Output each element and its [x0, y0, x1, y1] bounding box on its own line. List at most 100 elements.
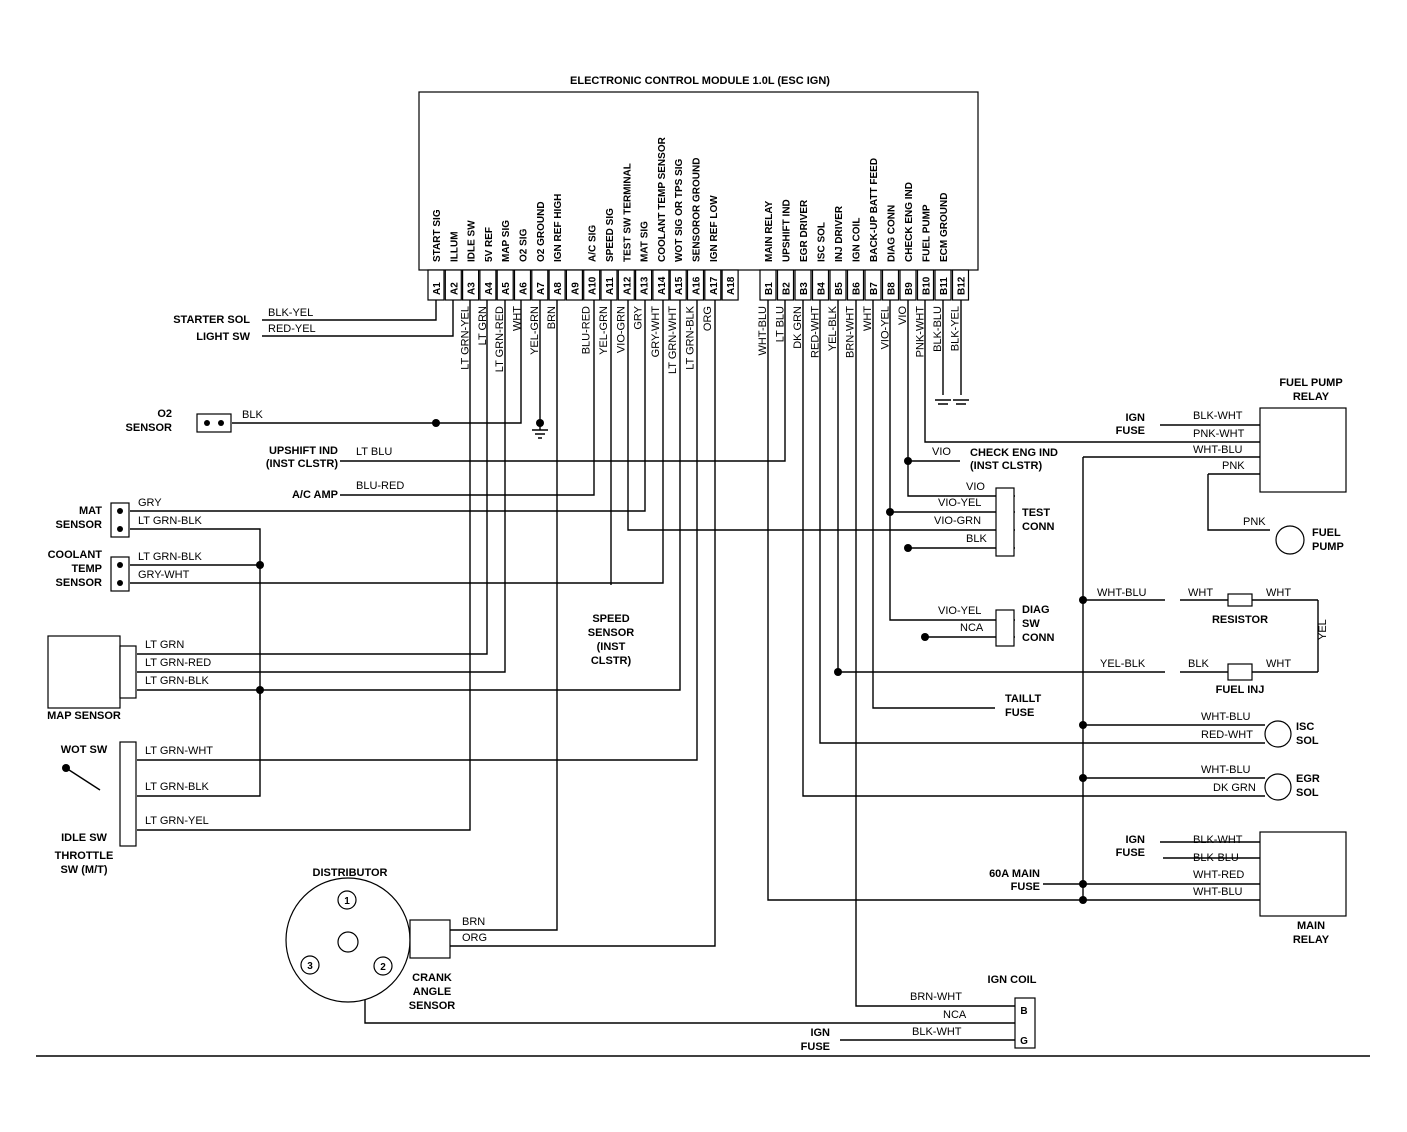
- ecm-pin-id: B5: [834, 282, 845, 295]
- main-relay-label-2: RELAY: [1293, 934, 1330, 946]
- ecm-pin-function: ECM GROUND: [939, 193, 950, 262]
- wire-vio-grn-test: VIO-GRN: [934, 515, 981, 527]
- main-fuse-label-2: FUSE: [1011, 881, 1040, 893]
- wire-vio-yel-diag: VIO-YEL: [938, 605, 981, 617]
- wire-wht-blu-egr: WHT-BLU: [1201, 764, 1251, 776]
- ecm-pin-id: A4: [484, 282, 495, 295]
- ecm-pin-id: B2: [782, 282, 793, 295]
- speed-label-1: SPEED: [592, 613, 629, 625]
- resistor-label: RESISTOR: [1212, 614, 1268, 626]
- ecm-wire-color: YEL-BLK: [827, 305, 839, 351]
- ecm-pin-a13: [634, 269, 653, 301]
- wire-blk-yel: BLK-YEL: [268, 307, 313, 319]
- test-connector: [995, 487, 1015, 557]
- ecm-pin-id: A2: [449, 282, 460, 295]
- ecm-pin-a12: [617, 269, 635, 301]
- wire-nca-diag: NCA: [960, 622, 984, 634]
- ecm-pin-function: START SIG: [432, 209, 443, 262]
- ecm-pin-function: MAIN RELAY: [764, 200, 775, 262]
- ecm-pin-a18: [721, 269, 739, 301]
- wire-blk-test: BLK: [966, 533, 987, 545]
- ecm-pin-id: B7: [869, 282, 880, 295]
- fuel-pump-label-1: FUEL: [1312, 527, 1341, 539]
- ecm-pin-id: A16: [692, 276, 703, 295]
- diagram-title: ELECTRONIC CONTROL MODULE 1.0L (ESC IGN): [570, 75, 830, 87]
- idle-sw-label: IDLE SW: [61, 832, 107, 844]
- ign-coil-label: IGN COIL: [988, 974, 1037, 986]
- ecm-pin-a16: [686, 269, 705, 301]
- speed-label-4: CLSTR): [591, 655, 632, 667]
- wire-red-yel: RED-YEL: [268, 323, 316, 335]
- ecm-pin-function: A/C SIG: [588, 225, 599, 262]
- distributor-label: DISTRIBUTOR: [313, 867, 388, 879]
- ecm-pin-function: ISC SOL: [817, 222, 828, 262]
- diag-label-3: CONN: [1022, 632, 1054, 644]
- dist-terminal-2: 2: [380, 962, 386, 973]
- wire-blk-wht-coil: BLK-WHT: [912, 1026, 962, 1038]
- ecm-pin-function: DIAG CONN: [887, 205, 898, 262]
- coil-ign-fuse-2: FUSE: [801, 1041, 830, 1053]
- ecm-wire-color: LT GRN: [477, 306, 489, 345]
- ecm-pin-a6: [513, 269, 532, 301]
- ecm-pin-function: WOT SIG OR TPS SIG: [674, 158, 685, 262]
- ecm-pin-id: A7: [536, 282, 547, 295]
- wire-blu-red: BLU-RED: [356, 480, 404, 492]
- upshift-label-2: (INST CLSTR): [266, 458, 338, 470]
- ecm-pin-id: B3: [799, 282, 810, 295]
- coolant-label-1: COOLANT: [48, 549, 103, 561]
- wire-lt-grn-map: LT GRN: [145, 639, 184, 651]
- wire-lt-grn-red-map: LT GRN-RED: [145, 657, 211, 669]
- ecm-pin-id: B6: [852, 282, 863, 295]
- check-eng-label-2: (INST CLSTR): [970, 460, 1042, 472]
- speed-label-2: SENSOR: [588, 627, 635, 639]
- wire-yel-blk-inj: YEL-BLK: [1100, 658, 1146, 670]
- wire-org-crank: ORG: [462, 932, 487, 944]
- wire-blk-inj: BLK: [1188, 658, 1209, 670]
- ecm-pin-function: EGR DRIVER: [799, 199, 810, 262]
- wire-lt-grn-blk-mat: LT GRN-BLK: [138, 515, 202, 527]
- ecm-pin-id: A8: [553, 282, 564, 295]
- egr-label-2: SOL: [1296, 787, 1319, 799]
- check-eng-label-1: CHECK ENG IND: [970, 447, 1058, 459]
- ecm-pin-function: FUEL PUMP: [922, 204, 933, 262]
- speed-label-3: (INST: [597, 641, 626, 653]
- ecm-box: [418, 91, 979, 271]
- wire-wht-red-mr: WHT-RED: [1193, 869, 1244, 881]
- ecm-pin-id: A10: [588, 276, 599, 295]
- resistor: [1227, 593, 1253, 607]
- ecm-wire-color: VIO-GRN: [615, 306, 627, 353]
- ecm-pin-function: UPSHIFT IND: [782, 199, 793, 262]
- ecm-wire-color: LT GRN-YEL: [460, 306, 472, 370]
- ecm-pin-id: B9: [904, 282, 915, 295]
- ecm-pin-id: A13: [640, 276, 651, 295]
- fpr-ign-fuse-1: IGN: [1125, 412, 1145, 424]
- diag-connector: [995, 609, 1015, 647]
- throttle-label-1: THROTTLE: [55, 850, 114, 862]
- wire-lt-grn-wht-tps: LT GRN-WHT: [145, 745, 213, 757]
- ecm-pin-a14: [652, 269, 670, 301]
- isc-solenoid: [1264, 720, 1292, 748]
- ecm-pin-id: B12: [957, 276, 968, 295]
- fuel-injector: [1227, 663, 1253, 681]
- taillt-label-2: FUSE: [1005, 707, 1034, 719]
- map-sensor-label: MAP SENSOR: [47, 710, 121, 722]
- diag-label-2: SW: [1022, 618, 1040, 630]
- ign-coil-body: [1014, 997, 1036, 1049]
- wire-brn-wht-coil: BRN-WHT: [910, 991, 962, 1003]
- o2-label-1: O2: [157, 408, 172, 420]
- ecm-pin-id: B8: [887, 282, 898, 295]
- coil-ign-fuse-1: IGN: [810, 1027, 830, 1039]
- diag-label-1: DIAG: [1022, 604, 1050, 616]
- mr-ign-fuse-1: IGN: [1125, 834, 1145, 846]
- test-conn-label-1: TEST: [1022, 507, 1050, 519]
- coil-g-terminal: G: [1020, 1036, 1028, 1047]
- coil-b-terminal: B: [1020, 1006, 1027, 1017]
- wire-blk-blu-mr: BLK-BLU: [1193, 852, 1239, 864]
- dist-terminal-1: 1: [344, 896, 350, 907]
- dist-terminal-3: 3: [307, 961, 313, 972]
- ecm-wire-color: LT GRN-BLK: [685, 305, 697, 369]
- o2-sensor-connector: [196, 413, 232, 433]
- ecm-pin-a4: [479, 269, 497, 301]
- wire-lt-grn-yel-tps: LT GRN-YEL: [145, 815, 209, 827]
- wire-gry-wht: GRY-WHT: [138, 569, 190, 581]
